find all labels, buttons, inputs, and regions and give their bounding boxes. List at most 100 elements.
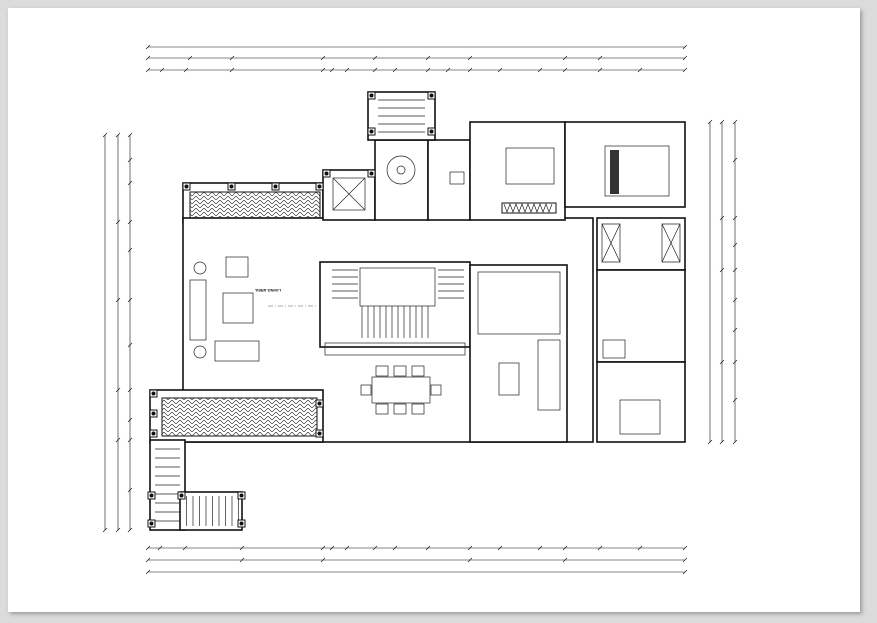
dimension-tick <box>145 545 151 551</box>
dimension-tick <box>682 44 688 50</box>
wardrobe-hangers <box>503 203 553 213</box>
dimension-tick <box>497 67 503 73</box>
dimension-tick <box>115 387 121 393</box>
column-core <box>239 521 244 526</box>
dimension-tick <box>344 67 350 73</box>
dimension-tick <box>562 55 568 61</box>
dimension-tick <box>320 545 326 551</box>
dimension-tick <box>467 545 473 551</box>
dimension-tick <box>682 55 688 61</box>
dimension-tick <box>562 545 568 551</box>
bedroom-2 <box>564 121 686 208</box>
bathroom-2 <box>596 269 686 363</box>
tower-feature <box>332 177 366 211</box>
dimension-tick <box>183 67 189 73</box>
column-core <box>429 93 434 98</box>
dimension-tick <box>145 557 151 563</box>
dining-table <box>371 376 431 404</box>
dimension-tick <box>115 297 121 303</box>
column-core <box>179 493 184 498</box>
dimension-tick <box>537 545 543 551</box>
dimension-tick <box>187 55 193 61</box>
dimension-tick <box>467 67 473 73</box>
dimension-tick <box>329 67 335 73</box>
sofa-left <box>189 279 207 341</box>
dimension-tick <box>115 527 121 533</box>
column-core <box>369 93 374 98</box>
dimension-tick <box>537 67 543 73</box>
stair-landing <box>359 267 436 307</box>
dimension-tick <box>637 67 643 73</box>
dimension-tick <box>115 219 121 225</box>
dining-chair <box>393 403 407 415</box>
dimension-tick <box>372 55 378 61</box>
staircase <box>332 269 464 338</box>
dimension-tick <box>707 119 713 125</box>
dimension-tick <box>127 157 133 163</box>
dimension-tick <box>719 119 725 125</box>
dimension-tick <box>102 132 108 138</box>
column-core <box>429 129 434 134</box>
dimension-tick <box>497 545 503 551</box>
dimension-tick <box>127 437 133 443</box>
dimension-lines <box>102 44 738 575</box>
dimension-tick <box>115 132 121 138</box>
kitchen-side-counter <box>537 339 561 411</box>
column-core <box>151 411 156 416</box>
dimension-tick <box>732 215 738 221</box>
dimension-tick <box>445 67 451 73</box>
column-core <box>273 184 278 189</box>
dining-chair <box>411 365 425 377</box>
dimension-tick <box>229 67 235 73</box>
column-core <box>317 184 322 189</box>
dimension-tick <box>145 55 151 61</box>
armchair <box>225 256 249 278</box>
dining-chair <box>375 365 389 377</box>
dimension-tick <box>320 55 326 61</box>
bed-2 <box>604 145 670 197</box>
dimension-tick <box>329 545 335 551</box>
dimension-tick <box>719 359 725 365</box>
dimension-tick <box>182 545 188 551</box>
dimension-tick <box>425 67 431 73</box>
lower-terrace-paving <box>161 397 318 437</box>
dimension-tick <box>732 439 738 445</box>
dimension-tick <box>239 557 245 563</box>
dimension-tick <box>127 342 133 348</box>
room-label-living: LIVING AREA <box>255 288 281 293</box>
dimension-tick <box>732 359 738 365</box>
dimension-tick <box>127 132 133 138</box>
dimension-tick <box>597 55 603 61</box>
dimension-tick <box>719 215 725 221</box>
dimension-tick <box>320 557 326 563</box>
dimension-tick <box>320 67 326 73</box>
tower-feature-cross <box>332 177 366 211</box>
dimension-tick <box>127 219 133 225</box>
dimension-tick <box>145 569 151 575</box>
dining-chair <box>375 403 389 415</box>
dimension-tick <box>145 67 151 73</box>
spiral-stair <box>386 155 416 185</box>
column-core <box>317 431 322 436</box>
dimension-tick <box>682 569 688 575</box>
spiral-stair-bay <box>374 139 429 221</box>
dimension-tick <box>732 297 738 303</box>
dimension-tick <box>732 119 738 125</box>
dimension-tick <box>127 527 133 533</box>
bathtub <box>602 339 626 359</box>
dimension-tick <box>732 397 738 403</box>
dimension-tick <box>425 545 431 551</box>
dimension-tick <box>562 67 568 73</box>
dimension-tick <box>127 180 133 186</box>
dining-chair <box>360 384 372 396</box>
stair-cabinet <box>324 342 466 356</box>
dimension-tick <box>392 67 398 73</box>
dimension-tick <box>732 327 738 333</box>
column-core <box>324 171 329 176</box>
column-core <box>184 184 189 189</box>
dimension-tick <box>392 545 398 551</box>
exterior-steps <box>147 91 436 528</box>
dimension-tick <box>637 545 643 551</box>
dimension-tick <box>102 527 108 533</box>
dimension-tick <box>372 545 378 551</box>
